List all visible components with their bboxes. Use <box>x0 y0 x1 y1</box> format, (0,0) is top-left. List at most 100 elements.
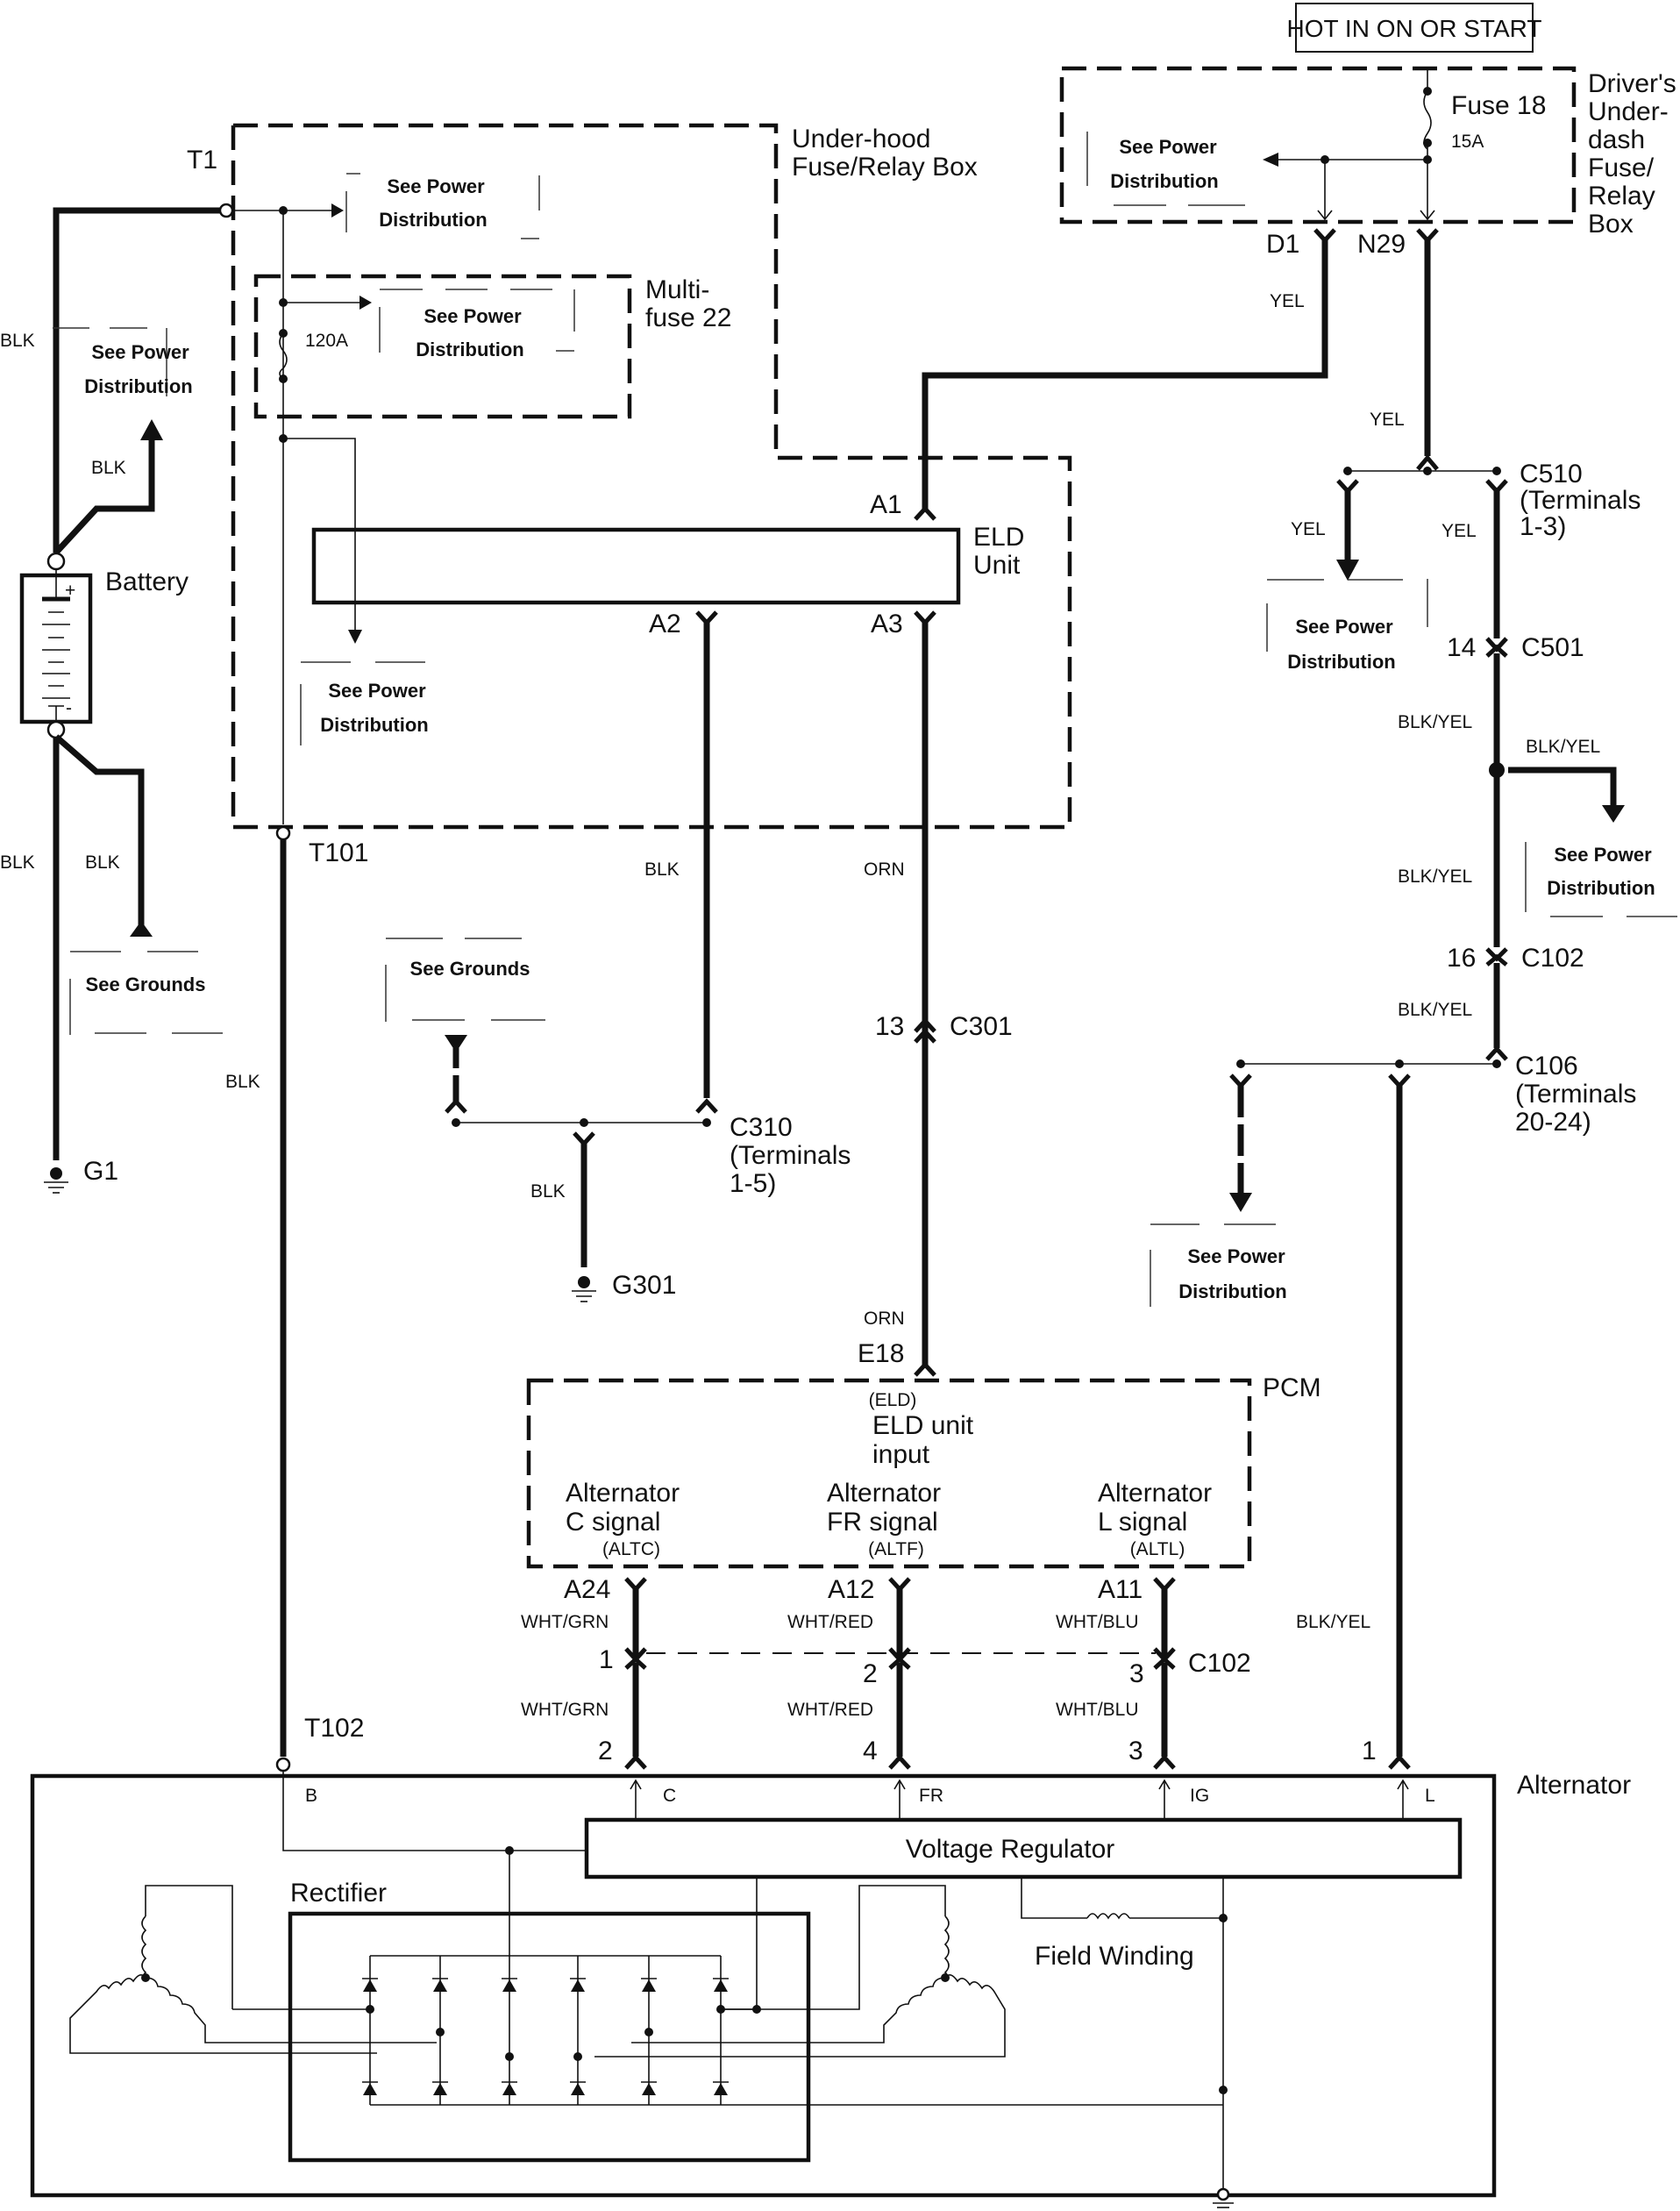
see-power-distribution-ref-blk-yel[interactable]: See Power Distribution <box>1525 842 1677 917</box>
text-line: Alternator <box>566 1479 680 1508</box>
terminal-a3: A3 <box>871 610 903 638</box>
svg-text:WHT/GRN: WHT/GRN <box>521 1700 609 1720</box>
svg-text:BLK/YEL: BLK/YEL <box>1526 737 1600 757</box>
see-grounds-ref-battery[interactable]: See Grounds <box>69 951 223 1035</box>
svg-text:BLK/YEL: BLK/YEL <box>1398 712 1472 732</box>
fuse-120a-icon <box>279 332 288 380</box>
text-line: C signal <box>566 1508 660 1537</box>
svg-text:Distribution: Distribution <box>1547 877 1655 899</box>
text-line: C510 <box>1520 460 1583 489</box>
wire-n29-to-c510-yel: YEL <box>1370 240 1439 471</box>
text-line: C310 <box>730 1113 793 1142</box>
terminal-a11: A11 <box>1098 1575 1143 1604</box>
svg-text:BLK/YEL: BLK/YEL <box>1398 867 1472 887</box>
svg-text:1: 1 <box>599 1645 614 1674</box>
text-line: Driver's <box>1588 69 1676 98</box>
coil-icon <box>631 1977 946 2043</box>
terminal-a1: A1 <box>870 490 902 519</box>
see-power-distribution-ref-multifuse[interactable]: See Power Distribution <box>379 289 575 360</box>
see-power-distribution-ref-battery[interactable]: See Power Distribution <box>53 327 193 397</box>
svg-text:Voltage Regulator: Voltage Regulator <box>906 1835 1115 1864</box>
coil-icon <box>943 1915 950 1979</box>
svg-text:BLK: BLK <box>85 852 120 873</box>
see-power-distribution-ref-eld[interactable]: See Power Distribution <box>300 661 429 745</box>
svg-text:BLK: BLK <box>0 331 35 351</box>
coil-icon <box>141 1915 147 1979</box>
terminal-t102: T102 <box>304 1714 364 1743</box>
svg-text:(ALTL): (ALTL) <box>1130 1539 1185 1559</box>
svg-text:Distribution: Distribution <box>84 375 192 397</box>
svg-text:BLK/YEL: BLK/YEL <box>1296 1612 1370 1632</box>
svg-text:WHT/BLU: WHT/BLU <box>1056 1700 1139 1720</box>
text-line: ELD <box>973 523 1024 552</box>
svg-text:(ELD): (ELD) <box>869 1390 917 1410</box>
terminal-a12: A12 <box>828 1575 874 1604</box>
multifuse-22: Multi-fuse 22 120A <box>253 274 731 419</box>
pcm-output-wires: A24 A12 A11 WHT/GRN WHT/GRN 1 2 WHT/RED … <box>521 1575 1411 1770</box>
ground-icon <box>50 1167 62 1180</box>
ground-g1: G1 <box>44 1157 118 1194</box>
see-power-distribution-ref-t1[interactable]: See Power Distribution <box>345 173 540 239</box>
diode-icon <box>363 1979 377 1992</box>
terminal-a2: A2 <box>649 610 681 638</box>
diode-icon <box>433 2083 447 2095</box>
text-line: (Terminals <box>1520 486 1641 515</box>
svg-text:Distribution: Distribution <box>379 209 487 231</box>
svg-text:YEL: YEL <box>1270 291 1305 311</box>
see-grounds-ref-c310[interactable]: See Grounds <box>385 938 545 1022</box>
arrow-down-icon <box>1336 560 1359 581</box>
voltage-regulator: Voltage Regulator <box>584 1817 1463 1879</box>
text-line: Unit <box>973 551 1021 580</box>
svg-text:16: 16 <box>1447 944 1476 973</box>
terminal-t101: T101 <box>309 838 368 867</box>
svg-text:Rectifier: Rectifier <box>290 1879 387 1908</box>
svg-text:3: 3 <box>1129 1659 1144 1688</box>
ground-icon <box>578 1276 590 1288</box>
diode-icon <box>571 2083 585 2095</box>
text-line: FR signal <box>827 1508 938 1537</box>
text-line: input <box>872 1440 930 1469</box>
svg-text:BLK: BLK <box>0 852 35 873</box>
see-power-distribution-ref-c106[interactable]: See Power Distribution <box>1150 1223 1287 1307</box>
svg-text:Alternator: Alternator <box>1517 1771 1631 1800</box>
text-line: dash <box>1588 125 1645 154</box>
text-line: Alternator <box>1098 1479 1212 1508</box>
svg-text:BLK/YEL: BLK/YEL <box>1398 1000 1472 1020</box>
diode-icon <box>571 1979 585 1992</box>
arrow-down-icon <box>1602 805 1625 823</box>
wire-t101-t102-blk: T101 BLK T102 <box>225 825 368 1772</box>
svg-text:See Power: See Power <box>328 680 426 702</box>
svg-text:-: - <box>66 698 72 718</box>
svg-text:120A: 120A <box>305 331 348 351</box>
svg-text:Distribution: Distribution <box>1110 170 1218 192</box>
see-power-distribution-ref-drivers-box[interactable]: See Power Distribution <box>1086 132 1245 206</box>
diode-icon <box>363 2083 377 2095</box>
arrow-down-icon <box>1229 1193 1252 1212</box>
coil-icon <box>69 1974 377 2054</box>
text-line: 20-24) <box>1515 1108 1591 1137</box>
diodes-icon <box>362 1978 729 2095</box>
fuse-18-label: Fuse 18 <box>1451 91 1546 120</box>
svg-text:Distribution: Distribution <box>1287 651 1395 673</box>
diode-icon <box>433 1979 447 1992</box>
text-line: Box <box>1588 210 1634 239</box>
fuse-18-rating: 15A <box>1451 132 1484 152</box>
wire-a2-blk: BLK <box>644 623 718 1114</box>
svg-text:IG: IG <box>1190 1786 1209 1806</box>
svg-text:1: 1 <box>1362 1737 1377 1765</box>
svg-text:WHT/RED: WHT/RED <box>787 1700 873 1720</box>
see-power-distribution-ref-c510[interactable]: See Power Distribution <box>1266 579 1428 673</box>
arrow-left-icon <box>1263 153 1278 167</box>
svg-text:BLK: BLK <box>91 458 126 478</box>
svg-text:C102: C102 <box>1521 944 1584 973</box>
stator-winding-left <box>69 1885 437 2054</box>
text-line: (Terminals <box>730 1141 851 1170</box>
